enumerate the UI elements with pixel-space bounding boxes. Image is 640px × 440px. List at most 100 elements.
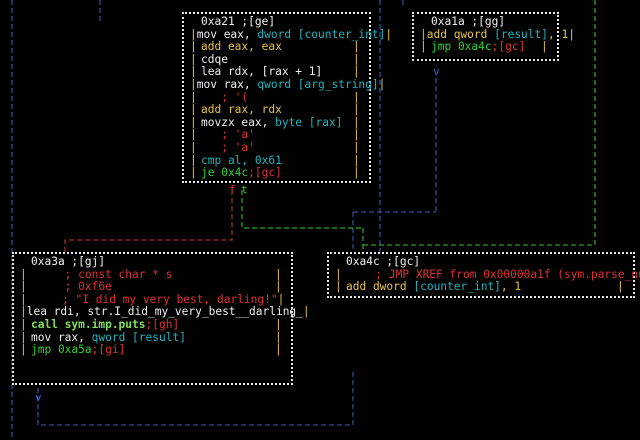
asm-token: qword	[91, 330, 133, 344]
gutter-pipe: |	[353, 128, 360, 142]
gutter-pipe: |	[353, 65, 360, 79]
asm-token: add dword	[346, 280, 414, 294]
gutter-pipe: |	[378, 77, 386, 91]
gutter-pipe: |	[353, 153, 360, 167]
gutter-pipe: |	[541, 40, 548, 54]
instruction-line[interactable]: |mov eax, dword [counter_int]|	[190, 27, 392, 42]
comment-text: ; 'a'	[201, 128, 255, 142]
comment-text: ; "I did my very best, darling!"	[28, 292, 278, 306]
asm-token: add eax, eax	[201, 40, 282, 54]
gutter-pipe: |	[20, 330, 27, 344]
block-0xa3a-gj[interactable]: 0xa3a ;[gj]| ; const char * s|| ; 0xf6e|…	[12, 252, 310, 385]
instruction-line[interactable]: |add rax, rdx|	[190, 104, 364, 117]
gutter-pipe: |	[20, 305, 27, 319]
block-address-label: 0xa1a ;[gg]	[431, 15, 506, 28]
asm-token: [arg_string]	[297, 77, 379, 91]
gutter-pipe: |	[190, 115, 197, 129]
comment-text: ;[gc]	[491, 40, 526, 54]
gutter-pipe: |	[20, 280, 27, 294]
gutter-pipe: |	[275, 343, 282, 357]
asm-token: jmp 0xa5a	[31, 343, 92, 357]
gutter-pipe: |	[190, 40, 197, 54]
comment-text: ; JMP XREF from 0x00000a1f (sym.parse_nu…	[341, 267, 640, 281]
gutter-pipe: |	[20, 343, 27, 357]
asm-token: , 1	[548, 27, 569, 41]
gutter-pipe: |	[190, 52, 197, 66]
gutter-pipe: |	[190, 153, 197, 167]
instruction-line[interactable]: | ; 'a'|	[190, 141, 364, 155]
asm-token: [result]	[132, 330, 186, 344]
gutter-pipe: |	[385, 27, 393, 41]
asm-token: je 0x4c	[201, 166, 249, 180]
gutter-pipe: |	[277, 292, 285, 306]
block-address-label: 0xa21 ;[ge]	[201, 15, 276, 28]
gutter	[20, 256, 31, 269]
gutter-pipe: |	[335, 280, 342, 294]
gutter-pipe: |	[190, 103, 197, 117]
asm-token: mov rax,	[31, 330, 92, 344]
instruction-line[interactable]: | lea rdx, [rax + 1] |	[190, 66, 364, 79]
block-header: 0xa21 ;[ge]	[190, 15, 364, 29]
instruction-line[interactable]: | jmp 0xa4c;[gc] |	[420, 41, 552, 54]
gutter-pipe: |	[190, 128, 197, 142]
instruction-line[interactable]: |cdqe|	[190, 52, 364, 67]
instruction-line[interactable]: | ; const char * s|	[20, 267, 286, 282]
comment-text: ; const char * s	[31, 267, 173, 281]
instruction-line[interactable]: | add dword [counter_int], 1 |	[335, 281, 628, 294]
false-edge-label: f	[229, 183, 236, 196]
instruction-line[interactable]: |je 0x4c;[gc]|	[190, 167, 364, 180]
asm-token: add qword	[426, 27, 495, 41]
instruction-line[interactable]: |mov rax, qword [arg_string]|	[190, 77, 385, 92]
asm-token: lea rdx, [rax + 1]	[201, 65, 323, 79]
gutter-pipe: |	[353, 90, 360, 104]
instruction-line[interactable]: | add eax, eax |	[190, 41, 364, 54]
gutter-pipe: |	[353, 166, 360, 180]
gutter-pipe: |	[617, 280, 624, 294]
asm-token: [counter_int]	[413, 280, 501, 294]
block-address-label: 0xa3a ;[gj]	[31, 255, 106, 268]
asm-token: mov rax,	[196, 77, 258, 91]
gutter	[190, 16, 201, 29]
gutter-pipe: |	[420, 40, 427, 54]
instruction-line[interactable]: | ; "I did my very best, darling!"|	[20, 292, 286, 307]
instruction-line[interactable]: | ; JMP XREF from 0x00000a1f (sym.parse_…	[335, 268, 640, 282]
block-0xa21-ge[interactable]: 0xa21 ;[ge]|mov eax, dword [counter_int]…	[182, 12, 392, 183]
gutter-pipe: |	[353, 52, 360, 66]
asm-token: add rax, rdx	[201, 103, 282, 117]
instruction-line[interactable]: |movzx eax, byte [rax]|	[190, 115, 364, 130]
block-0xa4c-gc[interactable]: 0xa4c ;[gc]| ; JMP XREF from 0x00000a1f …	[327, 252, 640, 298]
arrow-head-icon: v	[433, 65, 440, 78]
instruction-line[interactable]: |add qword [result], 1|	[420, 27, 575, 42]
block-header: 0xa3a ;[gj]	[20, 255, 286, 269]
asm-token: dword	[257, 27, 298, 41]
instruction-line[interactable]: | mov rax, qword [result] |	[20, 330, 286, 345]
gutter-pipe: |	[302, 305, 310, 319]
gutter-pipe: |	[353, 40, 360, 54]
asm-token: jmp 0xa4c	[431, 40, 492, 54]
gutter-pipe: |	[20, 267, 27, 281]
asm-token: qword	[257, 77, 298, 91]
asm-token: cmp al, 0x61	[201, 153, 282, 167]
comment-text: ;[gi]	[91, 343, 126, 357]
asm-token: , 1	[500, 280, 522, 294]
instruction-line[interactable]: |call sym.imp.puts;[gh]|	[20, 317, 286, 332]
asm-token: mov eax,	[196, 27, 258, 41]
instruction-line[interactable]: | ; 'a' |	[190, 129, 364, 142]
instruction-line[interactable]: | jmp 0xa5a;[gi] |	[20, 344, 286, 357]
gutter-pipe: |	[275, 330, 282, 344]
instruction-line[interactable]: |lea rdi, str.I_did_my_very_best__darlin…	[20, 305, 310, 319]
asm-token: [rax]	[308, 115, 343, 129]
asm-token: lea rdi, str.I_did_my_very_best__darling…	[26, 305, 303, 319]
comment-text: ;[gc]	[248, 166, 282, 180]
gutter-pipe: |	[190, 65, 197, 79]
block-0xa1a-gg[interactable]: 0xa1a ;[gg]|add qword [result], 1|| jmp 0…	[412, 12, 575, 61]
instruction-line[interactable]: | cmp al, 0x61 |	[190, 153, 364, 168]
instruction-line[interactable]: | ; '(|	[190, 90, 364, 105]
gutter-pipe: |	[20, 292, 27, 306]
asm-token: call sym.imp.puts	[31, 317, 146, 331]
gutter-pipe: |	[20, 317, 27, 331]
block-header: 0xa1a ;[gg]	[420, 15, 552, 29]
gutter-pipe: |	[275, 280, 282, 294]
instruction-line[interactable]: | ; 0xf6e|	[20, 281, 286, 294]
block-address-label: 0xa4c ;[gc]	[346, 255, 421, 268]
